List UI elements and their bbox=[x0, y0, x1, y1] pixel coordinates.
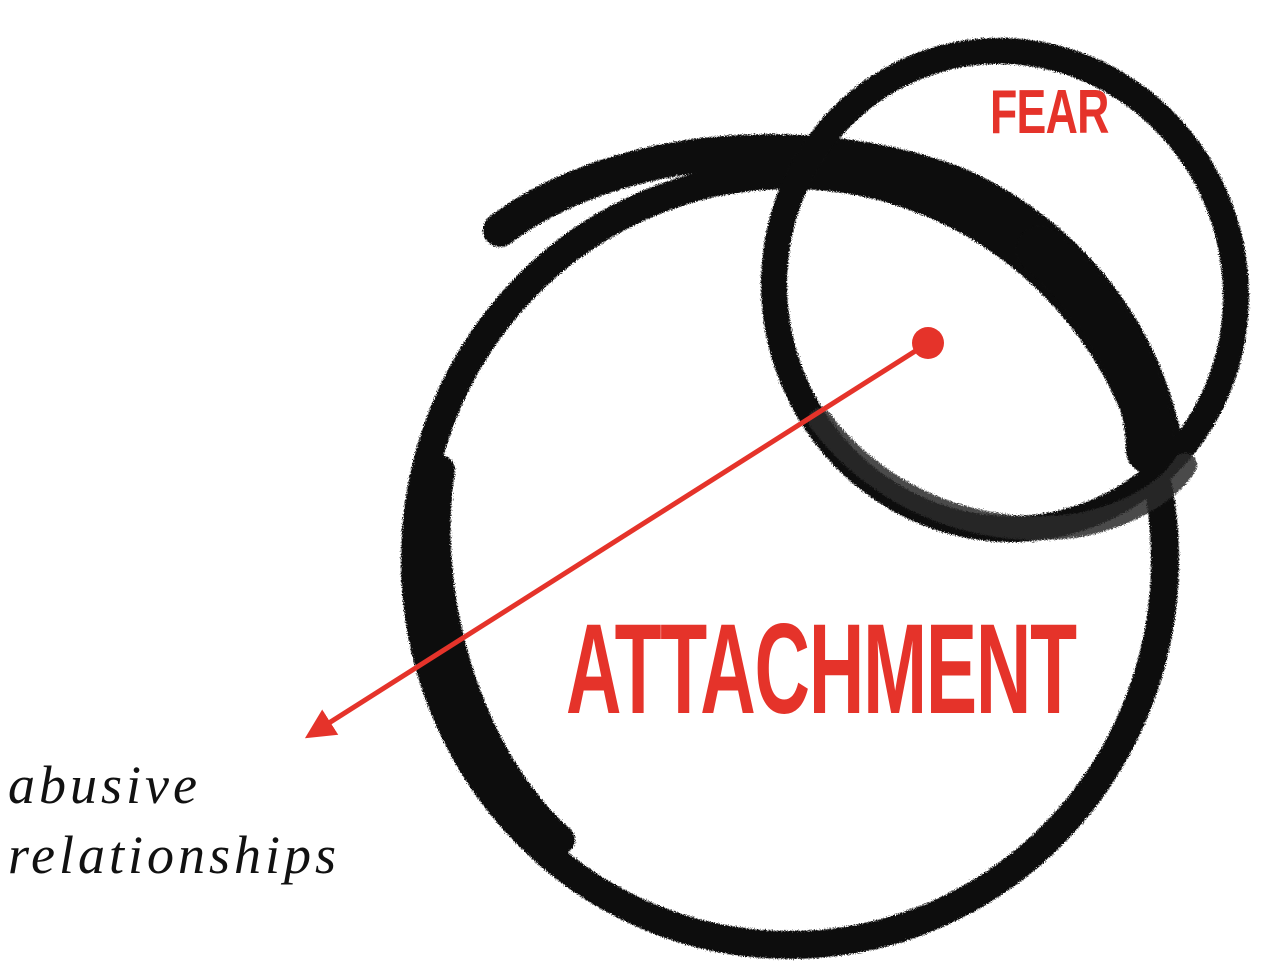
outcome-label-line2: relationships bbox=[8, 828, 340, 882]
outcome-label-line1: abusive bbox=[8, 758, 201, 812]
attachment-label: ATTACHMENT bbox=[566, 606, 1076, 734]
fear-circle bbox=[712, 0, 1261, 589]
arrow-origin-dot bbox=[912, 327, 944, 359]
fear-label: FEAR bbox=[990, 82, 1109, 144]
